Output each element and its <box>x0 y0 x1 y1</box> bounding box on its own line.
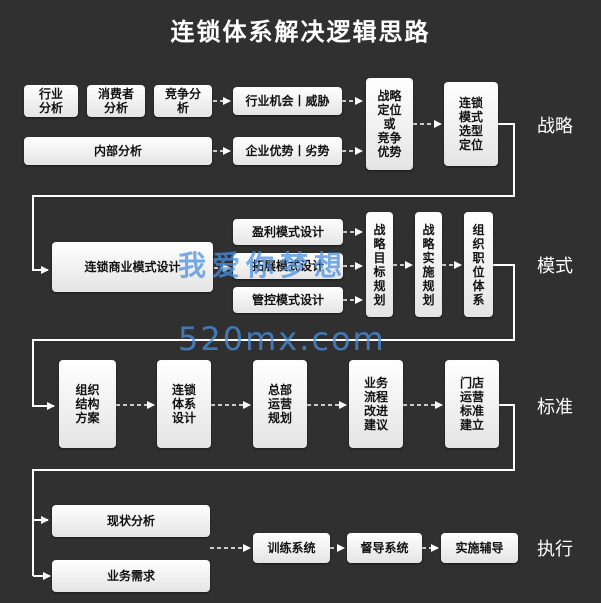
box-strategic-implementation-plan: 战 略 实 施 规 划 <box>415 212 442 317</box>
stage-label-model: 模式 <box>537 256 573 277</box>
flow-line-1 <box>32 123 515 274</box>
box-org-structure: 组织 结构 方案 <box>59 360 116 448</box>
box-training-system: 训练系统 <box>253 533 330 563</box>
box-consumer-analysis: 消费者 分析 <box>87 85 145 117</box>
box-chain-business-model: 连锁商业模式设计 <box>52 242 213 292</box>
box-strategic-positioning: 战略 定位 或 竞争 优势 <box>366 78 413 170</box>
box-opportunity-threat: 行业机会丨威胁 <box>233 87 342 115</box>
box-strategic-target-plan: 战 略 目 标 规 划 <box>366 212 393 317</box>
box-competition-analysis: 竞争分 析 <box>154 85 212 117</box>
flow-line-2 <box>32 264 515 410</box>
box-internal-analysis: 内部分析 <box>24 137 212 165</box>
box-industry-analysis: 行业 分析 <box>24 85 78 117</box>
diagram-title: 连锁体系解决逻辑思路 <box>170 18 431 46</box>
box-hq-operation-plan: 总部 运营 规划 <box>253 360 307 448</box>
box-org-position-system: 组 织 职 位 体 系 <box>464 212 493 317</box>
box-store-standard: 门店 运营 标准 建立 <box>445 360 499 448</box>
box-current-analysis: 现状分析 <box>52 505 210 537</box>
box-chain-model-positioning: 连锁 模式 选型 定位 <box>444 82 498 166</box>
box-advantage-disadvantage: 企业优势丨劣势 <box>233 137 342 165</box>
stage-label-strategy: 战略 <box>537 116 573 137</box>
box-chain-system-design: 连锁 体系 设计 <box>157 360 211 448</box>
box-business-process: 业务 流程 改进 建议 <box>349 360 403 448</box>
watermark-url: 520mx.com <box>178 320 386 358</box>
box-supervision-system: 督导系统 <box>347 533 422 563</box>
box-profit-model: 盈利模式设计 <box>233 219 343 245</box>
watermark-text: 我爱你梦想 <box>178 249 349 282</box>
stage-label-execution: 执行 <box>537 539 573 560</box>
box-expansion-model: 拓展模式设计 <box>233 253 343 279</box>
box-control-model: 管控模式设计 <box>233 287 343 313</box>
box-business-demand: 业务需求 <box>52 560 210 592</box>
box-implementation-support: 实施辅导 <box>441 533 518 563</box>
stage-label-standard: 标准 <box>537 397 573 418</box>
flow-line-3 <box>32 404 515 524</box>
